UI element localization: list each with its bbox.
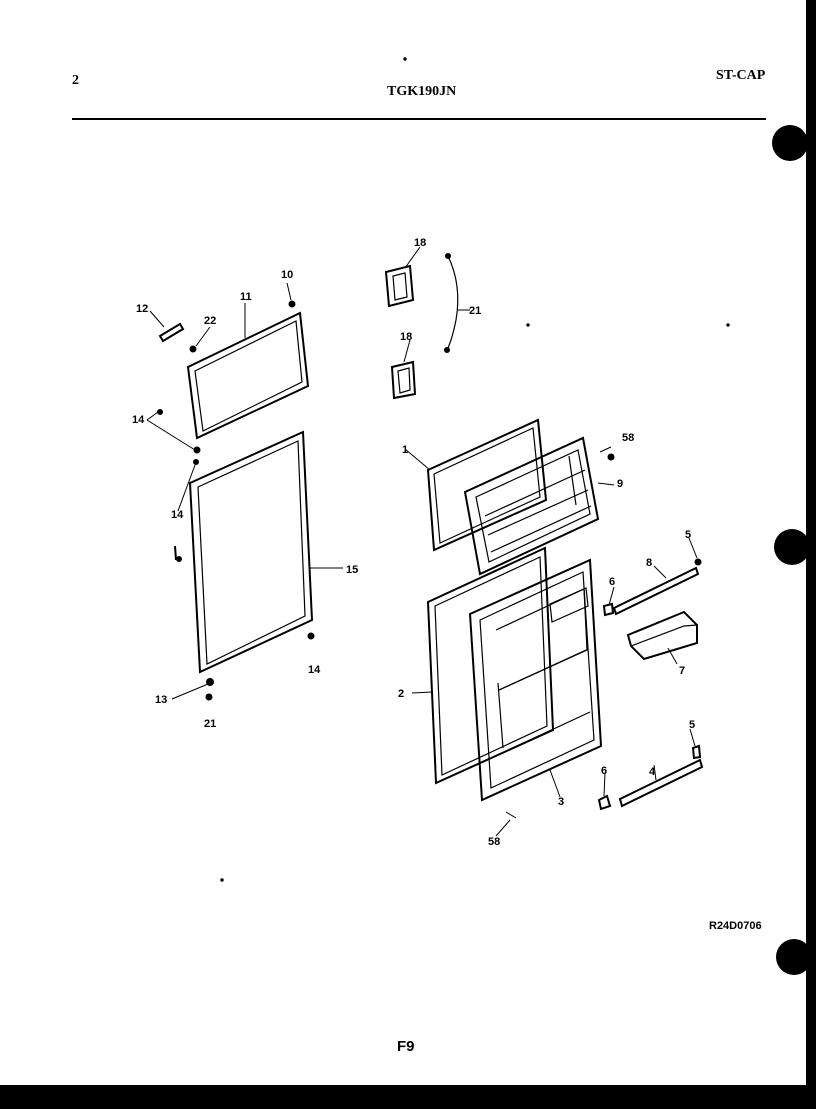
callout-8: 8 bbox=[646, 557, 652, 569]
callout-3: 3 bbox=[558, 796, 564, 808]
parts-sheet: 2 TGK190JN ST-CAP bbox=[0, 0, 806, 1085]
freezer-gasket-part bbox=[186, 311, 310, 440]
callout-12: 12 bbox=[136, 303, 148, 315]
callout-2: 2 bbox=[398, 688, 404, 700]
callout-21-right: 21 bbox=[469, 305, 481, 317]
binder-hole-top bbox=[772, 125, 808, 161]
callout-4: 4 bbox=[649, 766, 656, 778]
callout-5-upper: 5 bbox=[685, 529, 691, 541]
fresh-food-inner-liner-part bbox=[468, 558, 603, 802]
callout-9: 9 bbox=[617, 478, 623, 490]
binder-hole-bottom bbox=[776, 939, 812, 975]
callout-21-left: 21 bbox=[204, 718, 216, 730]
callout-14-upper: 14 bbox=[132, 414, 145, 426]
door-shelf-parts bbox=[505, 558, 704, 819]
binder-hole-middle bbox=[774, 529, 810, 565]
callout-labels: 12 22 11 10 14 14 15 14 13 21 18 18 21 1… bbox=[132, 237, 695, 848]
header-rule bbox=[72, 118, 766, 120]
exploded-parts-diagram: 12 22 11 10 14 14 15 14 13 21 18 18 21 1… bbox=[132, 57, 730, 882]
callout-15: 15 bbox=[346, 564, 358, 576]
callout-18-upper: 18 bbox=[414, 237, 426, 249]
leader-lines bbox=[146, 246, 698, 837]
callout-11: 11 bbox=[240, 291, 252, 303]
drawing-number: R24D0706 bbox=[709, 920, 762, 932]
callout-18-lower: 18 bbox=[400, 331, 412, 343]
callout-14-middle: 14 bbox=[171, 509, 184, 521]
callout-7: 7 bbox=[679, 665, 685, 677]
door-handle-parts bbox=[384, 253, 459, 400]
callout-1: 1 bbox=[402, 444, 408, 456]
page-number: 2 bbox=[72, 73, 79, 88]
callout-10: 10 bbox=[281, 269, 293, 281]
callout-5-lower: 5 bbox=[689, 719, 695, 731]
callout-22: 22 bbox=[204, 315, 216, 327]
page-label: F9 bbox=[397, 1038, 415, 1055]
fresh-food-gasket-part bbox=[188, 430, 314, 674]
callout-58-upper: 58 bbox=[622, 432, 634, 444]
fresh-food-door-panel-part bbox=[426, 546, 555, 785]
freezer-door-panel-part bbox=[426, 418, 548, 552]
callout-58-lower: 58 bbox=[488, 836, 500, 848]
freezer-inner-liner-part bbox=[463, 436, 600, 576]
left-hardware-parts bbox=[157, 300, 315, 701]
callout-6-lower: 6 bbox=[601, 765, 607, 777]
model-number: TGK190JN bbox=[387, 84, 457, 99]
scan-specks bbox=[220, 57, 730, 882]
callout-14-lower: 14 bbox=[308, 664, 321, 676]
callout-6-upper: 6 bbox=[609, 576, 615, 588]
section-code: ST-CAP bbox=[716, 68, 766, 83]
callout-13: 13 bbox=[155, 694, 167, 706]
